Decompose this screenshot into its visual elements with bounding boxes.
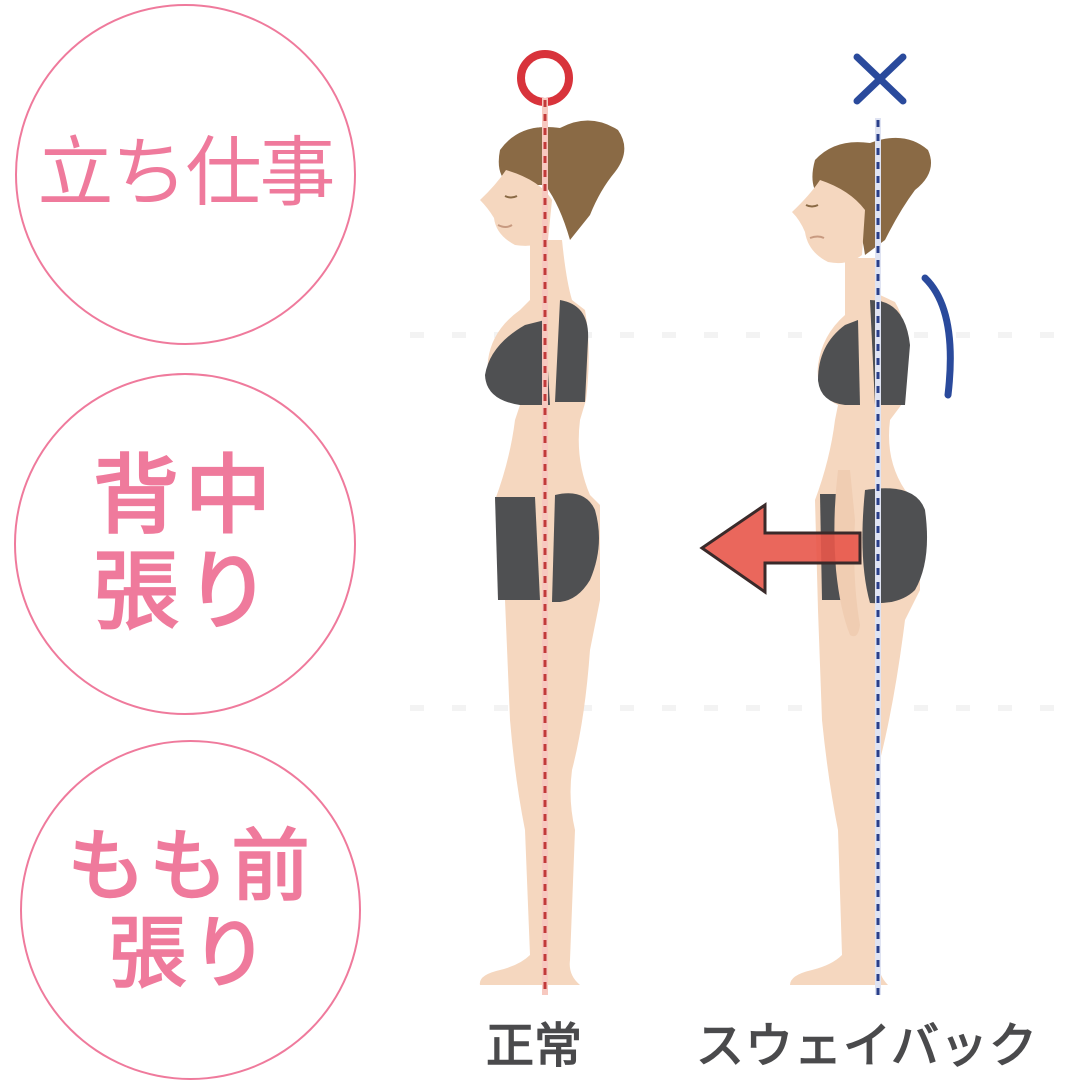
- badge-back-tension: 背中 張り: [14, 373, 356, 715]
- normal-posture-figure: [479, 50, 625, 995]
- badge-text: 背中: [93, 444, 277, 546]
- badge-text: 張り: [108, 908, 273, 999]
- label-swayback: スウェイバック: [696, 1018, 1039, 1074]
- badge-text: 立ち仕事: [37, 127, 336, 217]
- badge-front-thigh-tension: もも前 張り: [20, 740, 361, 1080]
- incorrect-mark-icon: [853, 53, 907, 105]
- label-normal: 正常: [486, 1018, 583, 1074]
- swayback-posture-figure: [790, 53, 954, 995]
- badge-text: もも前: [67, 820, 314, 912]
- rounded-back-curve-icon: [921, 274, 954, 399]
- badge-text: 張り: [93, 541, 277, 642]
- correct-mark-icon: [517, 50, 573, 106]
- forward-shift-arrow-icon: [699, 502, 862, 595]
- badge-standing-work: 立ち仕事: [15, 4, 356, 345]
